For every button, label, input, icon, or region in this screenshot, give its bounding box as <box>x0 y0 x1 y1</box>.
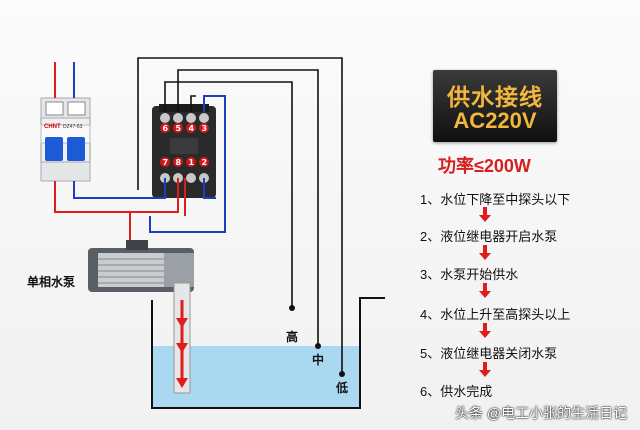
step-1: 1、水位下降至中探头以下 <box>420 192 571 207</box>
down-arrow-icon <box>479 283 491 298</box>
pin-label-4: 4 <box>189 124 195 133</box>
live-wires <box>54 62 186 240</box>
pin-label-3: 3 <box>202 124 208 133</box>
neutral-wires <box>73 62 226 233</box>
pin-label-7: 7 <box>163 158 169 167</box>
step-5: 5、液位继电器关闭水泵 <box>420 346 558 361</box>
probe-high-label: 高 <box>286 330 299 344</box>
power-limit: 功率≤200W <box>438 156 531 176</box>
breaker-model: DZ47-63 <box>63 124 83 130</box>
title-main: 供水接线 <box>447 84 543 110</box>
probe-wires <box>137 57 343 372</box>
pump-label: 单相水泵 <box>27 275 76 289</box>
step-2: 2、液位继电器开启水泵 <box>420 229 558 244</box>
pump <box>88 240 194 394</box>
step-6: 6、供水完成 <box>420 384 493 399</box>
probe-low <box>339 371 345 377</box>
step-3: 3、水泵开始供水 <box>420 267 519 282</box>
probe-low-label: 低 <box>336 381 349 395</box>
pin-label-1: 1 <box>189 158 195 167</box>
step-4: 4、水位上升至高探头以上 <box>420 307 571 322</box>
probe-high <box>289 305 295 311</box>
down-arrow-icon <box>479 245 491 260</box>
watermark: 头条 @电工小张的生活日记 <box>455 405 628 421</box>
breaker-brand: CHNT <box>44 124 61 130</box>
probe-tips <box>289 305 345 377</box>
down-arrow-icon <box>479 362 491 377</box>
pin-label-2: 2 <box>202 158 208 167</box>
probe-mid <box>315 343 321 349</box>
breaker-handle-left[interactable] <box>45 137 63 161</box>
pin-label-8: 8 <box>176 158 182 167</box>
title-voltage: AC220V <box>453 108 537 133</box>
liquid-level-relay <box>152 104 216 198</box>
probe-mid-label: 中 <box>312 353 325 367</box>
down-arrow-icon <box>479 323 491 338</box>
title-panel: 供水接线 AC220V <box>433 70 557 142</box>
pin-label-5: 5 <box>176 124 182 133</box>
pin-label-6: 6 <box>163 124 169 133</box>
breaker-handle-right[interactable] <box>67 137 85 161</box>
circuit-breaker <box>40 97 91 182</box>
down-arrow-icon <box>479 207 491 222</box>
